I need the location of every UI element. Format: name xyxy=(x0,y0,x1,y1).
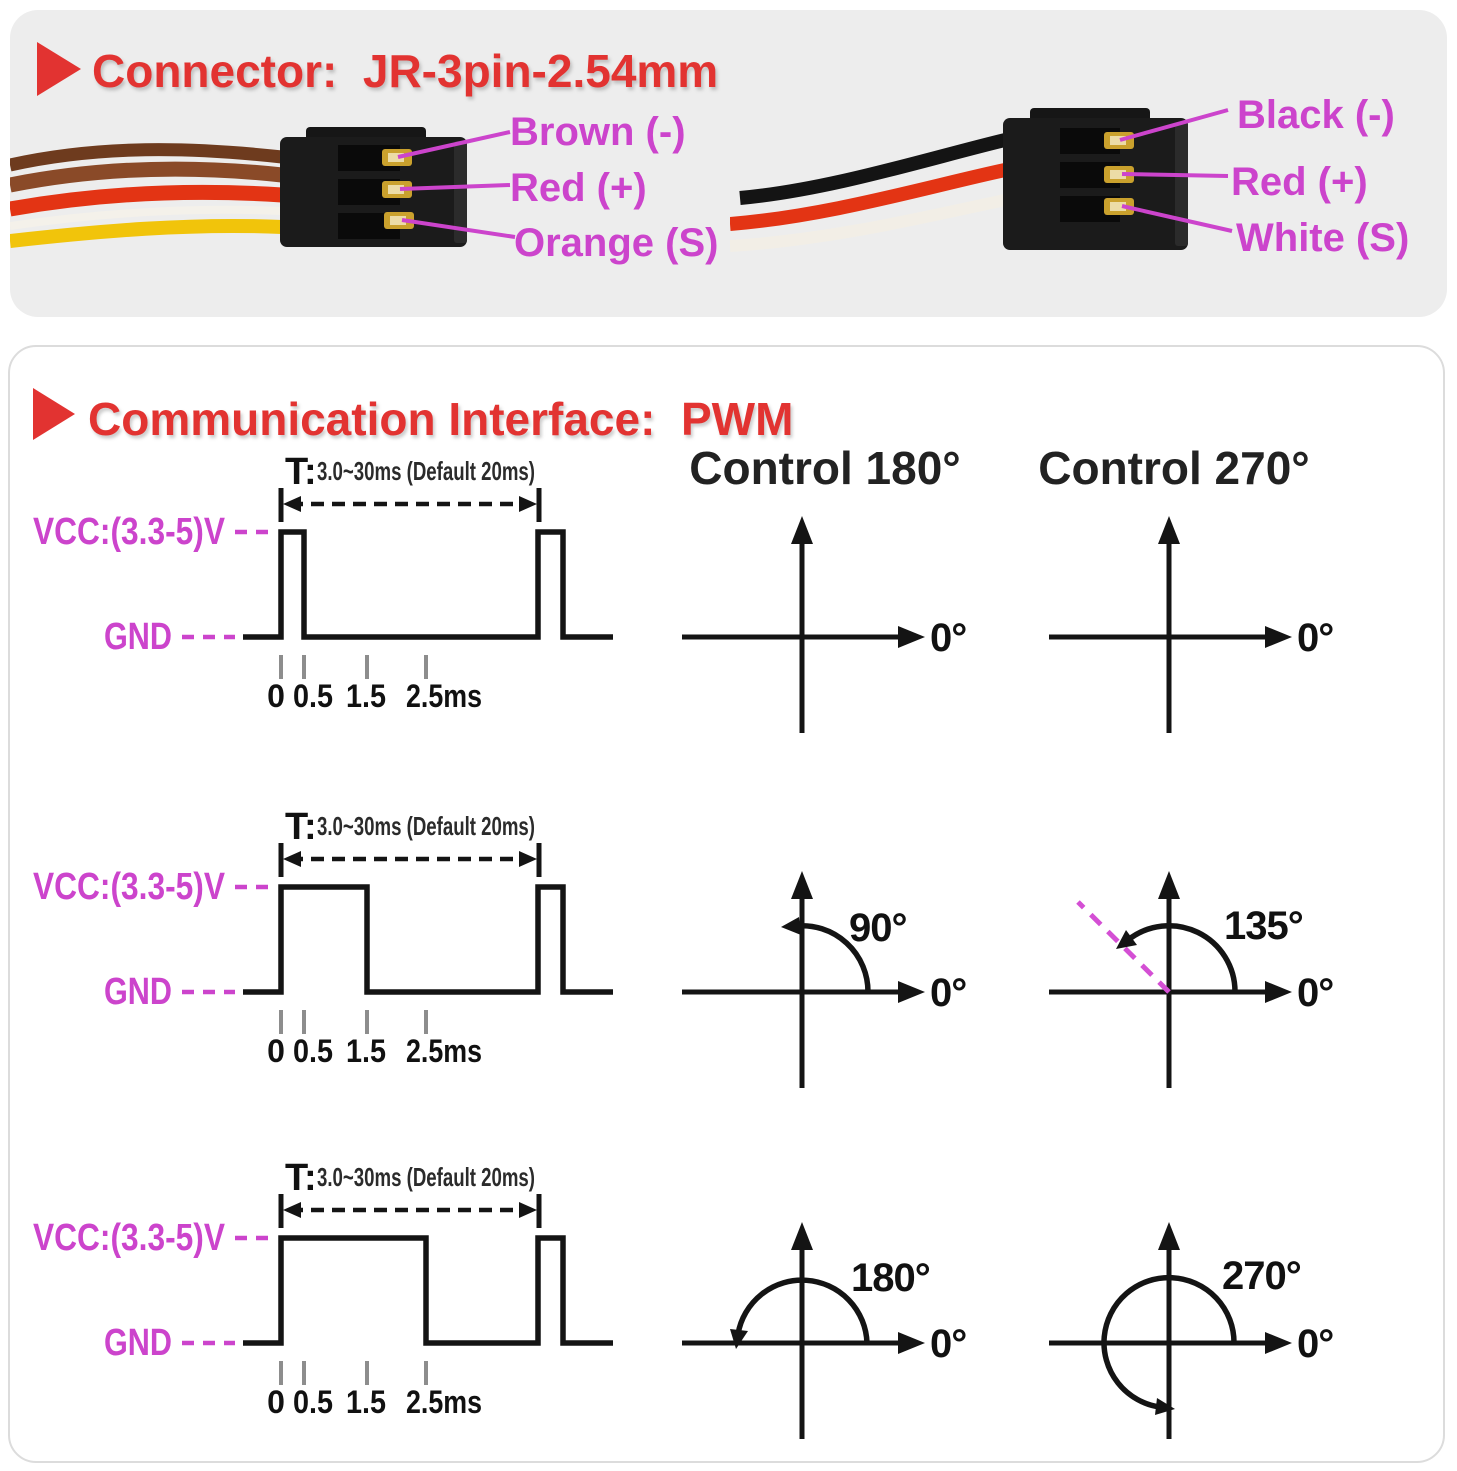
left-callout-lines xyxy=(397,130,516,239)
gnd-label: GND xyxy=(104,616,172,658)
left-pin-label-signal: Orange (S) xyxy=(514,221,719,265)
right-pin-label-signal: White (S) xyxy=(1236,216,1410,260)
timing-diagram-row-3: T: 3.0~30ms (Default 20ms) VCC:(3.3-5)V … xyxy=(33,1157,613,1420)
dial-axes xyxy=(1049,516,1292,733)
dial-270-row-3: 270° 0° xyxy=(1049,1222,1334,1439)
left-connector-wires xyxy=(10,143,283,248)
vcc-label: VCC:(3.3-5)V xyxy=(33,511,226,553)
angle-label: 90° xyxy=(849,906,907,950)
right-callout-lines xyxy=(1119,108,1233,233)
tick-label-05: 0.5 xyxy=(293,1384,333,1420)
tick-label-0: 0 xyxy=(267,1033,285,1069)
dial-axes xyxy=(682,871,925,1088)
tick-label-0: 0 xyxy=(267,1384,285,1420)
angle-arc-270 xyxy=(1101,1274,1237,1415)
dial-270-row-1: 0° xyxy=(1049,516,1334,733)
gnd-label: GND xyxy=(104,1322,172,1364)
header-control-270: Control 270° xyxy=(1038,442,1310,494)
pwm-waveform xyxy=(243,884,613,995)
right-connector-pins xyxy=(1104,132,1134,215)
angle-arc-180 xyxy=(730,1277,870,1349)
left-pin-label-positive: Red (+) xyxy=(510,166,647,210)
right-pin-label-negative: Black (-) xyxy=(1237,93,1395,137)
t-range-label: 3.0~30ms (Default 20ms) xyxy=(317,1162,535,1192)
t-label: T: xyxy=(285,806,317,848)
vcc-label: VCC:(3.3-5)V xyxy=(33,866,226,908)
zero-degree-label: 0° xyxy=(930,971,966,1015)
vcc-label: VCC:(3.3-5)V xyxy=(33,1217,226,1259)
angle-label: 135° xyxy=(1224,904,1303,948)
dial-180-row-3: 180° 0° xyxy=(682,1222,967,1439)
angle-arc-135 xyxy=(1116,923,1238,993)
zero-degree-label: 0° xyxy=(1297,616,1333,660)
angle-arc-90 xyxy=(781,917,871,993)
dial-180-row-2: 90° 0° xyxy=(682,871,967,1088)
angle-label: 270° xyxy=(1222,1254,1301,1298)
t-range-label: 3.0~30ms (Default 20ms) xyxy=(317,456,535,486)
gnd-label: GND xyxy=(104,971,172,1013)
zero-degree-label: 0° xyxy=(1297,1322,1333,1366)
target-position-dashed-line xyxy=(1076,900,1171,994)
t-range-label: 3.0~30ms (Default 20ms) xyxy=(317,811,535,841)
tick-label-05: 0.5 xyxy=(293,1033,333,1069)
tick-label-05: 0.5 xyxy=(293,678,333,714)
connector-panel xyxy=(10,10,1447,317)
timing-diagram-row-2: T: 3.0~30ms (Default 20ms) VCC:(3.3-5)V … xyxy=(33,806,613,1069)
zero-degree-label: 0° xyxy=(930,1322,966,1366)
tick-label-15: 1.5 xyxy=(346,678,386,714)
dial-axes xyxy=(682,1222,925,1439)
tick-label-25ms: 2.5ms xyxy=(406,1033,482,1069)
time-ticks xyxy=(279,1010,428,1034)
t-label: T: xyxy=(285,1157,317,1199)
dial-axes xyxy=(682,516,925,733)
right-connector-figure xyxy=(730,108,1233,252)
zero-degree-label: 0° xyxy=(1297,971,1333,1015)
right-pin-label-positive: Red (+) xyxy=(1231,160,1368,204)
tick-label-15: 1.5 xyxy=(346,1384,386,1420)
pwm-panel xyxy=(8,345,1445,1463)
connector-panel-title: Connector: JR-3pin-2.54mm xyxy=(92,45,719,97)
tick-label-15: 1.5 xyxy=(346,1033,386,1069)
pwm-waveform xyxy=(243,529,613,640)
pwm-panel-title: Communication Interface: PWM xyxy=(88,393,794,445)
time-ticks xyxy=(279,655,428,679)
dial-270-row-2: 135° 0° xyxy=(1049,871,1334,1088)
left-pin-label-negative: Brown (-) xyxy=(510,110,686,154)
angle-label: 180° xyxy=(851,1256,930,1300)
header-control-180: Control 180° xyxy=(689,442,961,494)
tick-label-0: 0 xyxy=(267,678,285,714)
timing-diagram-row-1: T: 3.0~30ms (Default 20ms) VCC:(3.3-5)V … xyxy=(33,451,613,714)
tick-label-25ms: 2.5ms xyxy=(406,1384,482,1420)
pwm-waveform xyxy=(243,1235,613,1346)
period-arrow xyxy=(278,843,542,877)
left-connector-figure xyxy=(10,127,516,248)
dial-180-row-1: 0° xyxy=(682,516,967,733)
left-connector-pins xyxy=(382,149,414,229)
right-connector-wires xyxy=(730,133,1007,252)
zero-degree-label: 0° xyxy=(930,616,966,660)
time-ticks xyxy=(279,1361,428,1385)
tick-label-25ms: 2.5ms xyxy=(406,678,482,714)
period-arrow xyxy=(278,488,542,522)
t-label: T: xyxy=(285,451,317,493)
period-arrow xyxy=(278,1194,542,1228)
